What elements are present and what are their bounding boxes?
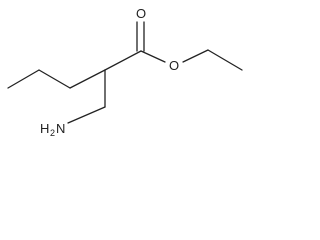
bond-propyl-c1 bbox=[69, 69, 106, 89]
atom-label-ester-oxygen: O bbox=[169, 58, 179, 73]
bond-alpha-carbonyl bbox=[104, 50, 142, 71]
atom-label-amine-subscript: 2 bbox=[50, 128, 55, 138]
bond-ethyl bbox=[207, 49, 243, 71]
atom-label-amine-n: N bbox=[56, 121, 65, 136]
bond-ester-och2 bbox=[182, 49, 209, 63]
bond-ch2-n bbox=[67, 106, 106, 124]
atom-label-carbonyl-oxygen: O bbox=[136, 6, 146, 21]
bond-ester-co bbox=[140, 50, 166, 63]
bond-propyl-ch3 bbox=[7, 69, 40, 89]
chemical-structure: O O H 2 N bbox=[7, 6, 243, 138]
bond-propyl-c2 bbox=[38, 69, 71, 89]
atom-label-amine-h: H bbox=[40, 121, 49, 136]
